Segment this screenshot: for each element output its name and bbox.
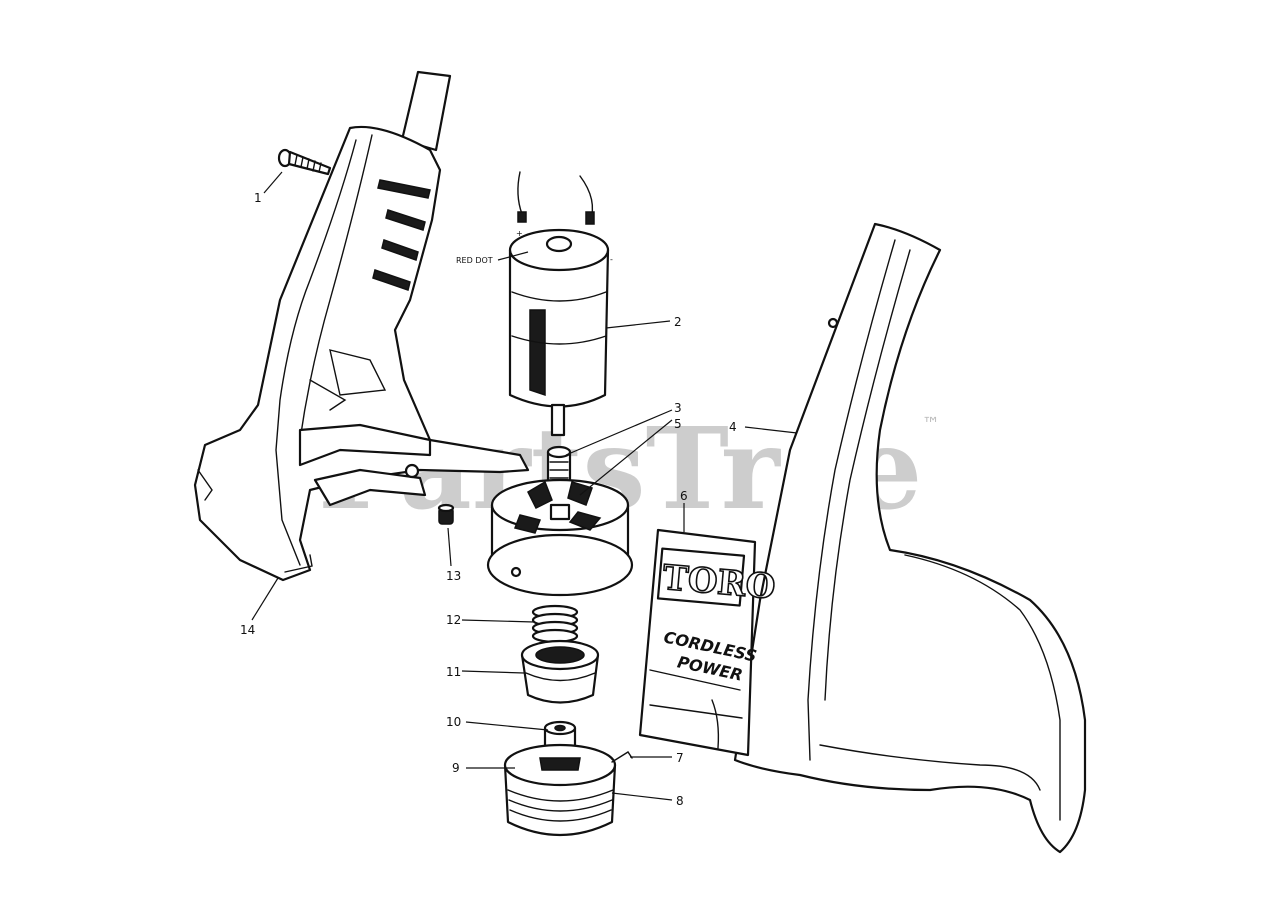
fan-blade-3 — [568, 511, 602, 531]
screw-part-1[interactable] — [277, 148, 332, 176]
leader-4 — [744, 426, 798, 434]
wire-terminal-1 — [517, 211, 527, 223]
spool-line-grooves — [507, 789, 614, 822]
decal-part-6[interactable]: TORO CORDLESS POWER — [638, 528, 778, 757]
shaft-tube — [400, 70, 452, 152]
callout-14: 14 — [240, 623, 255, 637]
minus-sign: - — [610, 255, 613, 264]
decal-crease — [711, 699, 720, 749]
right-housing-rim-2 — [824, 249, 911, 701]
housing-inner-edge — [299, 134, 373, 441]
callout-3: 3 — [674, 401, 682, 415]
callout-2: 2 — [674, 315, 682, 329]
leader-13 — [447, 527, 452, 567]
housing-foot — [284, 554, 313, 573]
leader-3 — [565, 409, 673, 456]
leader-12 — [461, 619, 535, 623]
callout-4: 4 — [729, 420, 737, 434]
motor-shade — [529, 309, 546, 397]
motor-band-top — [511, 291, 607, 302]
callout-6: 6 — [680, 489, 688, 503]
nut-top — [437, 503, 455, 513]
motor-can — [508, 248, 610, 408]
cup-ring — [525, 672, 596, 682]
motor-wire-1 — [517, 171, 523, 215]
leader-10 — [465, 721, 549, 731]
rib-1 — [377, 179, 431, 199]
trademark-symbol: ™ — [922, 414, 940, 435]
spool-part-9[interactable] — [503, 743, 617, 836]
callout-13: 13 — [446, 569, 461, 583]
leader-11 — [461, 670, 525, 674]
callout-12: 12 — [446, 613, 461, 627]
callout-7: 7 — [676, 751, 684, 765]
housing-rim — [275, 139, 357, 566]
callout-11: 11 — [446, 665, 461, 679]
right-housing-shell — [733, 222, 1087, 854]
fan-blade-1 — [527, 480, 553, 510]
housing-boss — [827, 317, 839, 329]
red-dot-label: RED DOT — [456, 256, 493, 265]
spool-key — [539, 757, 581, 771]
right-housing-rim — [807, 239, 896, 761]
motor-bearing — [545, 235, 573, 253]
wire-terminal-2 — [585, 211, 595, 225]
motor-band-bottom — [511, 335, 607, 345]
fan-hole — [510, 566, 522, 578]
leader-1 — [263, 171, 283, 194]
leader-lines — [251, 171, 798, 801]
housing-clip — [197, 469, 213, 501]
spring-part-12[interactable] — [531, 604, 579, 644]
nut-part-13[interactable] — [437, 503, 455, 525]
cup-part-11[interactable] — [520, 639, 600, 704]
fan-part-5[interactable] — [486, 478, 634, 597]
line-eyelet-part-7[interactable] — [611, 751, 633, 763]
fan-center — [549, 503, 571, 521]
eyelet-wire — [611, 751, 633, 763]
pivot-hole — [404, 463, 420, 479]
decal-rules — [649, 669, 743, 719]
red-dot-leader — [497, 251, 529, 261]
callout-8: 8 — [676, 794, 684, 808]
callout-1: 1 — [254, 191, 262, 205]
coupler-top — [546, 445, 572, 459]
inner-wall — [309, 379, 347, 411]
coupler-ribs — [549, 461, 569, 479]
rib-2 — [385, 209, 426, 231]
motor-shaft — [550, 403, 566, 437]
deflector-edge — [904, 554, 1061, 821]
callout-5: 5 — [674, 417, 682, 431]
fan-blade-2 — [567, 481, 593, 506]
rib-4 — [372, 269, 411, 291]
lower-tray-2 — [313, 468, 427, 507]
screw-thread — [294, 154, 322, 173]
coupler-part-3[interactable] — [546, 445, 572, 484]
leader-2 — [605, 320, 671, 329]
fan-flange — [486, 533, 634, 597]
right-housing-part-4[interactable] — [733, 222, 1087, 854]
cup-opening — [535, 646, 585, 664]
callout-9: 9 — [452, 761, 460, 775]
leader-8 — [611, 792, 673, 801]
callout-numbers: 1 2 3 4 5 6 7 8 9 10 11 12 13 14 — [240, 191, 737, 808]
plus-sign: + — [516, 229, 523, 238]
leader-14 — [251, 577, 279, 621]
deflector-lip — [819, 744, 1041, 791]
leader-5 — [579, 419, 673, 496]
callout-10: 10 — [446, 715, 461, 729]
left-housing-part-14[interactable] — [193, 70, 530, 582]
rib-3 — [381, 239, 419, 261]
decal-logo-box — [656, 547, 746, 607]
housing-shell — [193, 125, 530, 582]
hub-bore — [554, 724, 566, 732]
fan-blade-4 — [513, 514, 542, 534]
inner-bracket — [329, 349, 387, 396]
lower-tray — [298, 423, 432, 467]
motor-part-2[interactable]: + - RED DOT — [456, 171, 613, 437]
